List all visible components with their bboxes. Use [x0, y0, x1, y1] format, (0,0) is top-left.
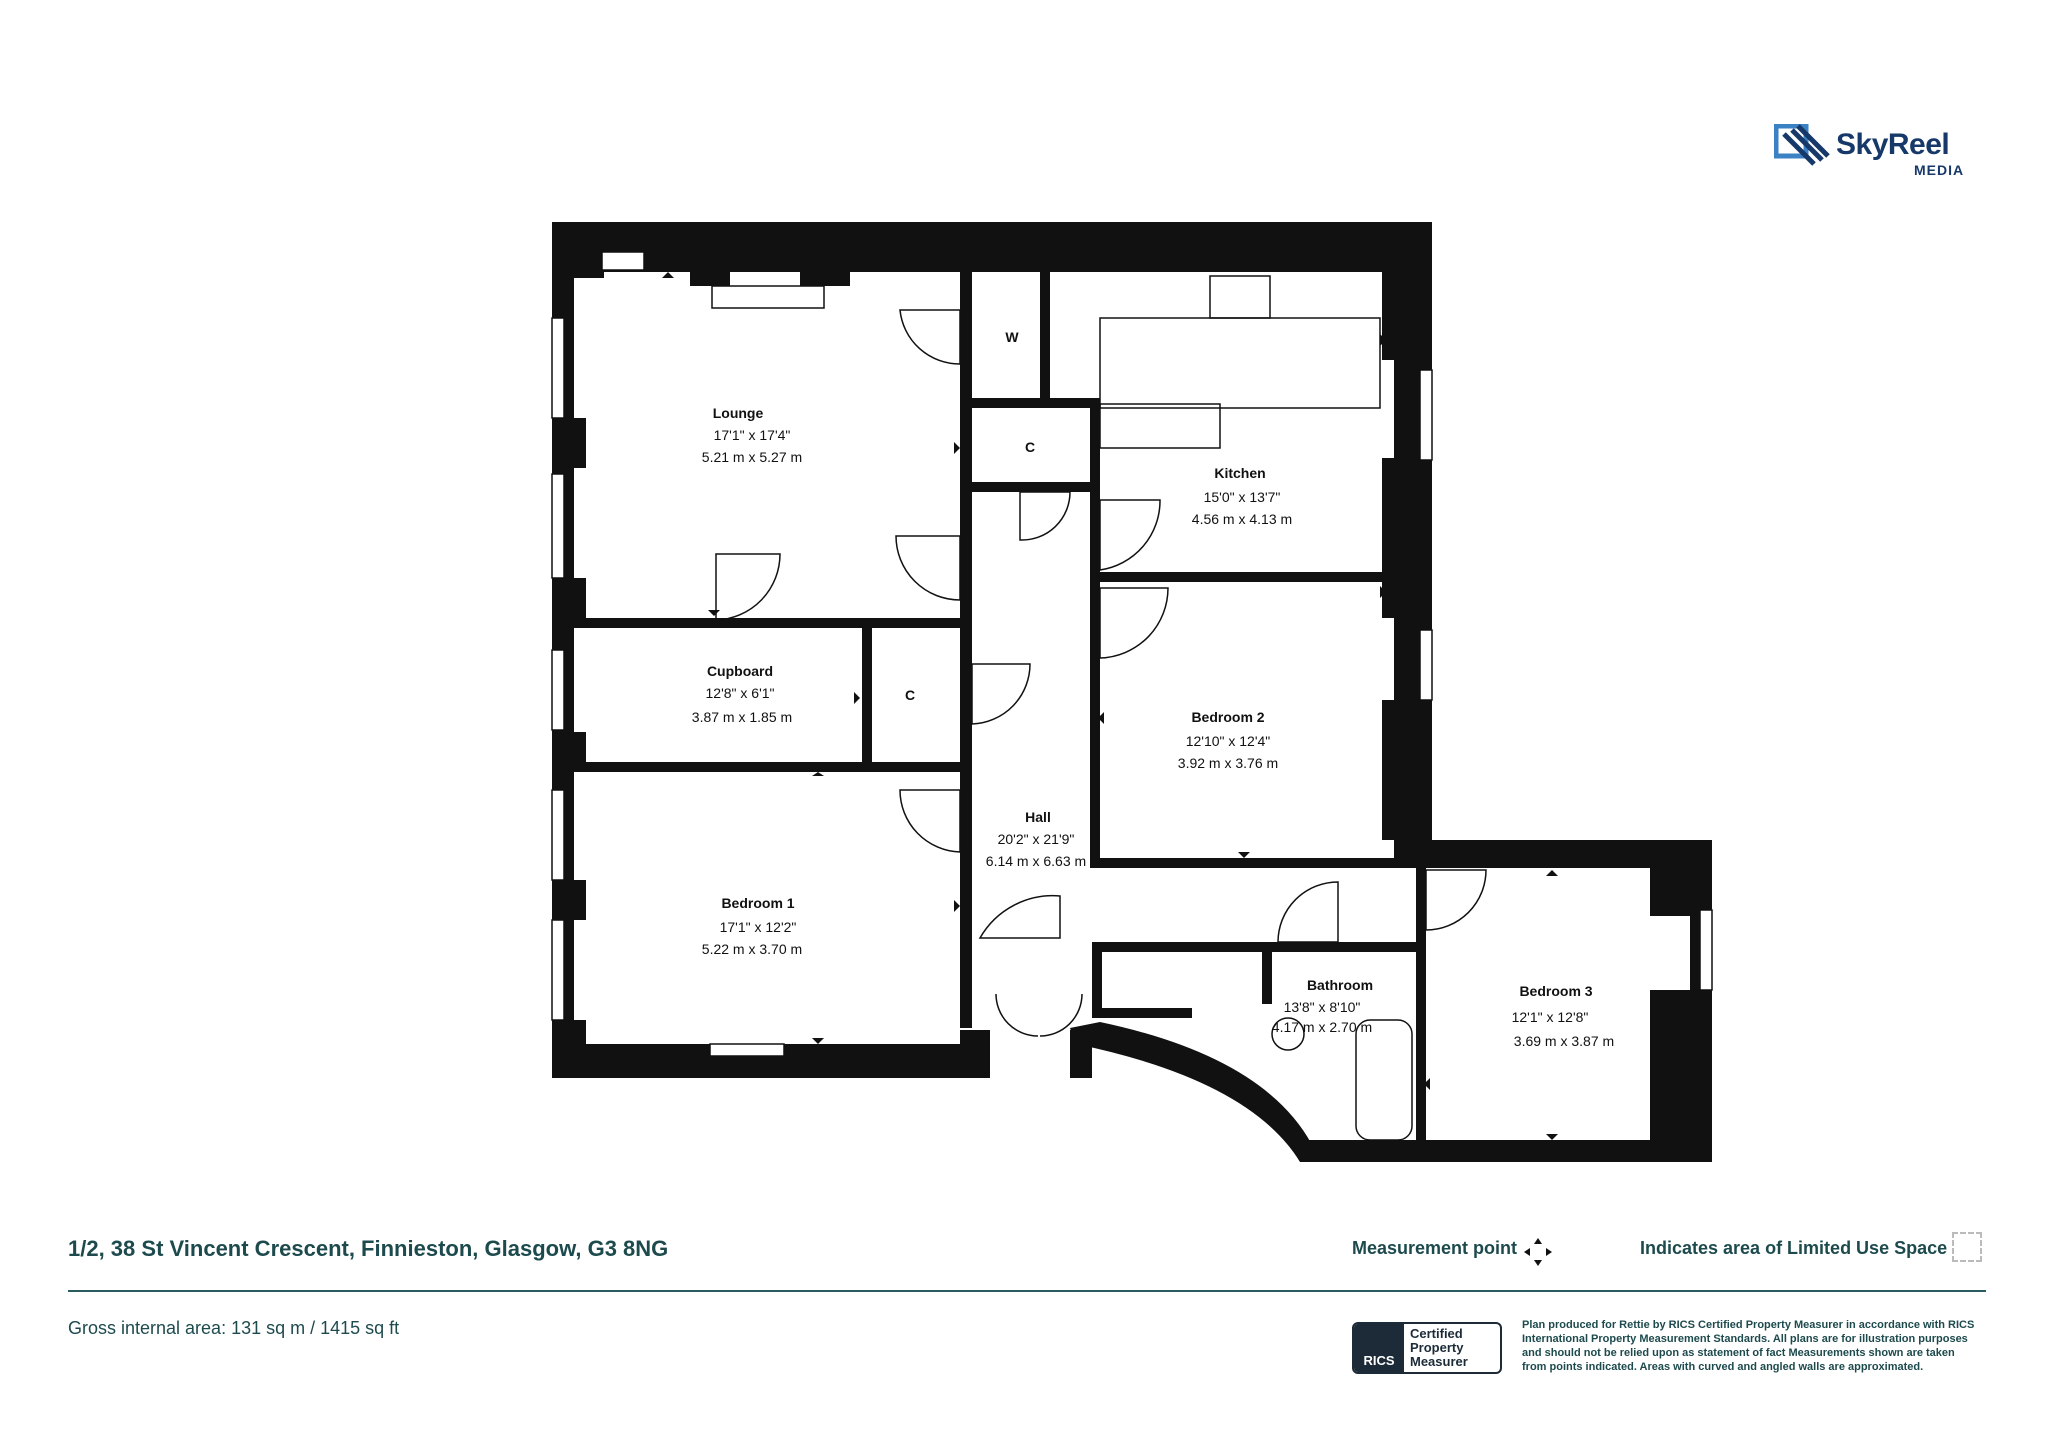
room-metric-bedroom2: 3.92 m x 3.76 m — [1178, 755, 1278, 771]
brand-name: SkyReel — [1836, 128, 1950, 161]
measurement-points — [580, 272, 1558, 1140]
rics-badge-left: RICS — [1354, 1324, 1404, 1372]
windows — [551, 251, 1713, 1057]
label-w: W — [1005, 329, 1019, 345]
limited-use-box-icon — [1952, 1232, 1982, 1262]
fixtures — [711, 275, 1413, 1141]
disclaimer: Plan produced for Rettie by RICS Certifi… — [1522, 1319, 1975, 1373]
room-imperial-kitchen: 15'0" x 13'7" — [1204, 489, 1281, 505]
room-name-cupboard: Cupboard — [707, 663, 773, 679]
property-address: 1/2, 38 St Vincent Crescent, Finnieston,… — [68, 1236, 669, 1261]
room-name-bedroom3: Bedroom 3 — [1519, 983, 1592, 999]
room-labels: Lounge 17'1" x 17'4" 5.21 m x 5.27 m Kit… — [692, 329, 1614, 1049]
measurement-point-legend: Measurement point — [1352, 1238, 1518, 1258]
room-metric-cupboard: 3.87 m x 1.85 m — [692, 709, 792, 725]
room-name-bedroom1: Bedroom 1 — [721, 895, 794, 911]
rics-line2: Property — [1410, 1340, 1464, 1355]
limited-use-legend: Indicates area of Limited Use Space — [1640, 1238, 1948, 1258]
room-imperial-bathroom: 13'8" x 8'10" — [1284, 999, 1361, 1015]
room-metric-bedroom3: 3.69 m x 3.87 m — [1514, 1033, 1614, 1049]
brand-sub: MEDIA — [1914, 162, 1965, 178]
rics-badge: RICS Certified Property Measurer — [1352, 1322, 1502, 1374]
door-swings — [715, 309, 1487, 1037]
room-imperial-bedroom3: 12'1" x 12'8" — [1512, 1009, 1589, 1025]
room-imperial-bedroom1: 17'1" x 12'2" — [720, 919, 797, 935]
label-c-upper: C — [1025, 439, 1035, 455]
room-metric-lounge: 5.21 m x 5.27 m — [702, 449, 802, 465]
rics-line1: Certified — [1410, 1326, 1463, 1341]
room-name-kitchen: Kitchen — [1214, 465, 1265, 481]
room-metric-kitchen: 4.56 m x 4.13 m — [1192, 511, 1292, 527]
measurement-point-icon — [1524, 1238, 1552, 1266]
rics-line3: Measurer — [1410, 1354, 1468, 1369]
gross-internal-area: Gross internal area: 131 sq m / 1415 sq … — [68, 1318, 400, 1338]
room-name-bathroom: Bathroom — [1307, 977, 1373, 993]
room-metric-hall: 6.14 m x 6.63 m — [986, 853, 1086, 869]
footer-divider — [68, 1290, 1986, 1292]
label-c-lower: C — [905, 687, 915, 703]
chimney-breasts — [574, 250, 1690, 1140]
room-name-hall: Hall — [1025, 809, 1051, 825]
rics-badge-text: Certified Property Measurer — [1404, 1324, 1500, 1372]
room-imperial-lounge: 17'1" x 17'4" — [714, 427, 791, 443]
room-imperial-bedroom2: 12'10" x 12'4" — [1186, 733, 1271, 749]
room-imperial-hall: 20'2" x 21'9" — [998, 831, 1075, 847]
skyreel-logo-icon — [1774, 124, 1830, 166]
brand-logo: SkyReel MEDIA — [1774, 124, 1994, 184]
room-metric-bathroom: 4.17 m x 2.70 m — [1272, 1019, 1372, 1035]
room-metric-bedroom1: 5.22 m x 3.70 m — [702, 941, 802, 957]
inner-walls — [574, 272, 1426, 1162]
room-name-lounge: Lounge — [713, 405, 764, 421]
room-name-bedroom2: Bedroom 2 — [1191, 709, 1264, 725]
room-imperial-cupboard: 12'8" x 6'1" — [706, 685, 775, 701]
